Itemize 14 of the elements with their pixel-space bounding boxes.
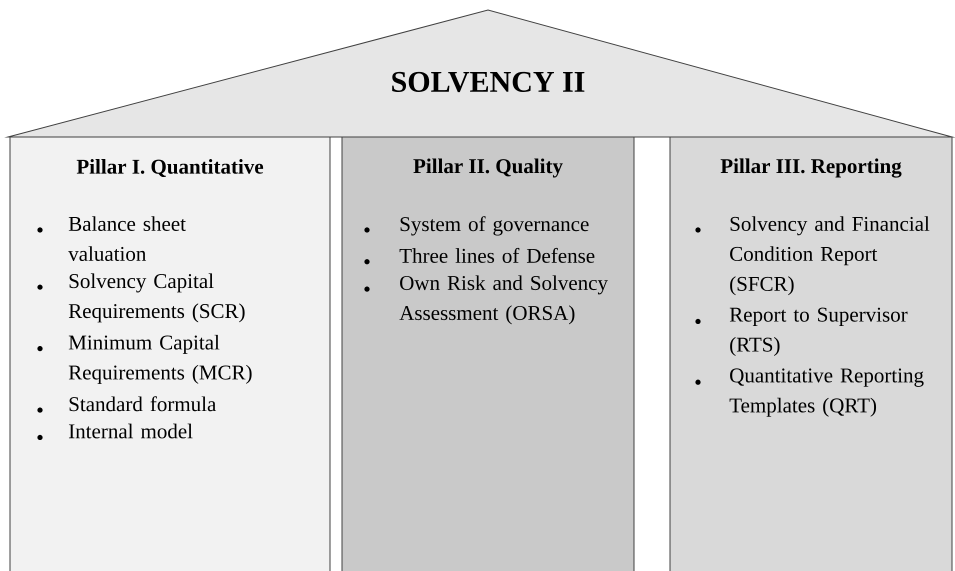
- bullet-item: Quantitative Reporting Templates (QRT): [730, 368, 924, 417]
- bullet-item: Balance sheet valuation: [68, 216, 186, 261]
- bullet-item: Own Risk and Solvency Assessment (ORSA): [399, 275, 608, 324]
- bullet-item: Report to Supervisor (RTS): [730, 308, 908, 356]
- pillar-heading: Pillar II. Quality: [413, 158, 563, 178]
- pillar-heading: Pillar I. Quantitative: [76, 159, 264, 177]
- bullet-item: Standard formula: [70, 396, 216, 412]
- bullet-item: System of governance: [400, 216, 589, 236]
- bullet-item: Solvency Capital Requirements (SCR): [68, 273, 245, 322]
- pillar-heading: Pillar III. Reporting: [720, 158, 902, 178]
- bullet-item: Internal model: [68, 424, 193, 438]
- bullet-item: Minimum Capital Requirements (MCR): [68, 334, 252, 384]
- bullet-item: Three lines of Defense: [400, 248, 594, 263]
- bullet-item: Solvency and Financial Condition Report (SFCR): [730, 216, 930, 296]
